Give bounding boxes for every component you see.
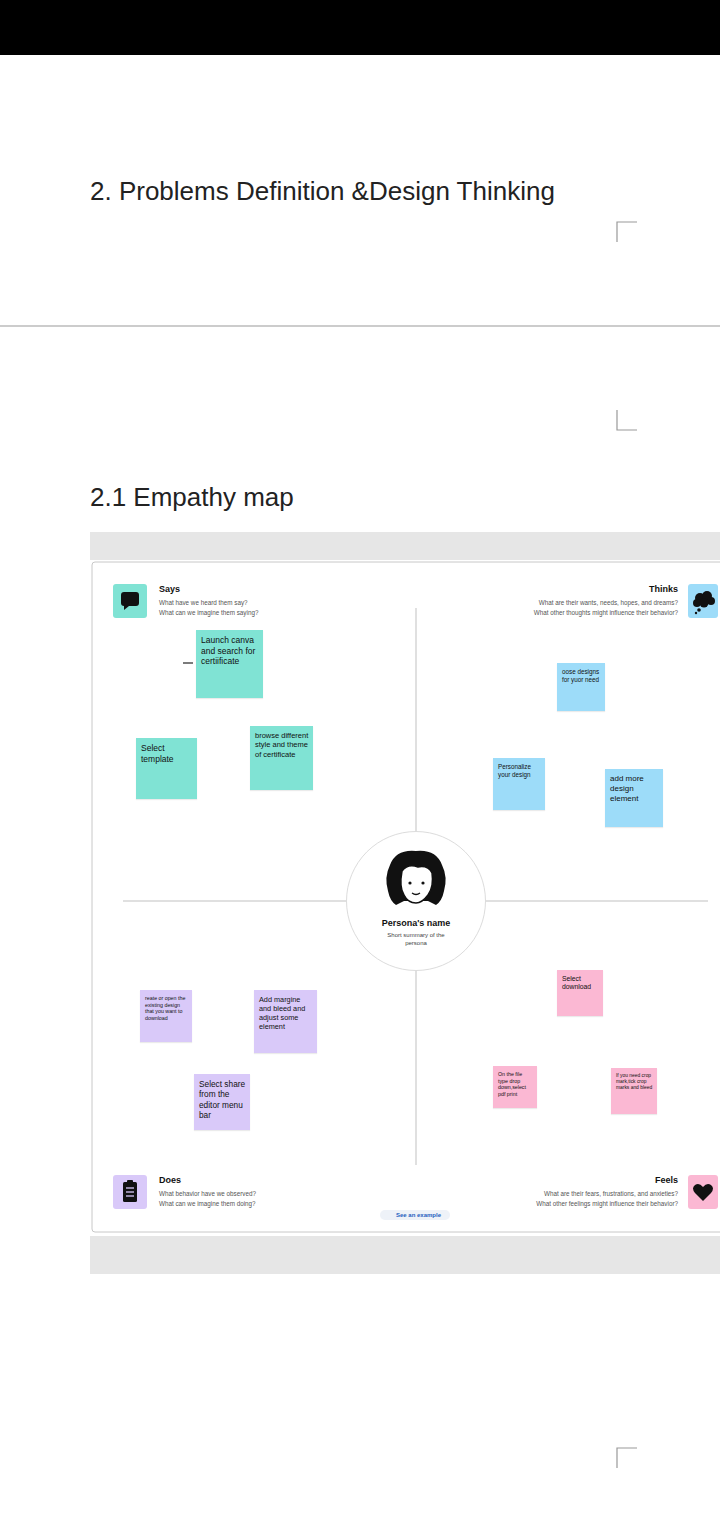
note-text: Add margine and bleed and adjust some el… — [259, 995, 313, 1031]
corner-mark — [617, 222, 637, 242]
note-text: Launch canva and search for certiificate — [201, 635, 259, 667]
divider — [486, 900, 708, 902]
divider — [415, 608, 417, 831]
persona-avatar — [346, 831, 486, 971]
quadrant-title: Says — [159, 584, 180, 594]
sticky-note: add more design element — [605, 769, 663, 827]
feels-icon — [688, 1175, 718, 1209]
sticky-note: browse different style and theme of cert… — [250, 726, 313, 790]
quadrant-title: Thinks — [649, 584, 678, 594]
corner-mark — [617, 1448, 637, 1468]
note-text: add more design element — [610, 774, 659, 804]
corner-mark — [617, 410, 637, 430]
clipboard — [123, 1180, 137, 1202]
sticky-note: Select download — [557, 970, 603, 1016]
note-text: Select download — [562, 975, 599, 992]
note-text: reate or open the existing design that y… — [145, 995, 188, 1021]
says-icon — [113, 584, 147, 618]
page-heading: 2. Problems Definition &Design Thinking — [90, 176, 555, 207]
persona-circle: Persona's nameShort summary of the perso… — [346, 831, 486, 971]
note-text: browse different style and theme of cert… — [255, 731, 309, 759]
sticky-note: Launch canva and search for certiificate — [196, 630, 263, 698]
quadrant-title: Feels — [655, 1175, 678, 1185]
speech-bubble — [121, 592, 139, 610]
page-rule — [0, 326, 720, 327]
sticky-note: If you need crop mark,tick crop marks an… — [611, 1068, 657, 1114]
sticky-note: On the file type drop down,select pdf pr… — [493, 1066, 537, 1108]
note-text: Personalize your design — [498, 763, 541, 779]
section-heading: 2.1 Empathy map — [90, 482, 294, 513]
sticky-note: oose designs for yuor need — [557, 663, 605, 711]
quadrant-prompt: What behavior have we observed? — [159, 1190, 256, 1197]
quadrant-prompt: What are their fears, frustrations, and … — [544, 1190, 678, 1197]
dash-mark — [183, 662, 193, 663]
thought-cloud — [693, 591, 715, 614]
map-frame — [92, 562, 720, 1232]
sticky-note: Select share from the editor menu bar — [194, 1074, 250, 1130]
quadrant-prompt: What other thoughts might influence thei… — [534, 609, 678, 616]
sticky-note: Add margine and bleed and adjust some el… — [254, 990, 317, 1053]
quadrant-prompt: What can we imagine them saying? — [159, 609, 258, 616]
note-text: oose designs for yuor need — [562, 668, 601, 684]
top-bar — [0, 0, 720, 55]
example-button: See an example — [380, 1210, 450, 1220]
persona-name: Persona's name — [347, 918, 485, 928]
quadrant-prompt: What have we heard them say? — [159, 599, 248, 606]
note-text: On the file type drop down,select pdf pr… — [498, 1071, 533, 1097]
note-text: If you need crop mark,tick crop marks an… — [616, 1073, 653, 1091]
persona-summary: Short summary of the persona — [386, 932, 446, 948]
note-text: Select template — [141, 743, 193, 764]
does-icon — [113, 1175, 147, 1209]
note-text: See an example — [396, 1212, 441, 1218]
note-text: Select share from the editor menu bar — [199, 1079, 246, 1120]
sticky-note: Personalize your design — [493, 758, 545, 810]
grey-band — [90, 532, 720, 560]
grey-band — [90, 1236, 720, 1274]
divider — [415, 971, 417, 1165]
quadrant-prompt: What are their wants, needs, hopes, and … — [539, 599, 678, 606]
quadrant-prompt: What can we imagine them doing? — [159, 1200, 256, 1207]
sticky-note: reate or open the existing design that y… — [140, 990, 192, 1042]
quadrant-title: Does — [159, 1175, 181, 1185]
sticky-note: Select template — [136, 738, 197, 799]
quadrant-prompt: What other feelings might influence thei… — [536, 1200, 678, 1207]
thinks-icon — [688, 584, 718, 618]
heart — [693, 1184, 713, 1201]
divider — [123, 900, 346, 902]
